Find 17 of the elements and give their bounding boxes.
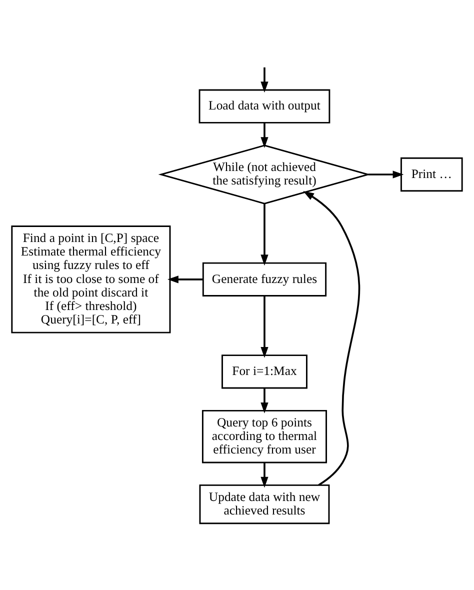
node-box: Update data with new achieved results bbox=[199, 484, 330, 524]
arrow bbox=[260, 296, 268, 358]
node-box: Print … bbox=[400, 157, 463, 192]
arrow bbox=[260, 122, 268, 148]
arrow bbox=[260, 204, 268, 266]
node-diamond: While (not achieved the satisfying result) bbox=[158, 144, 371, 204]
node-box: Query top 6 points according to thermal efficiency from user bbox=[202, 410, 327, 464]
arrow bbox=[260, 462, 268, 488]
node-box: Load data with output bbox=[198, 89, 330, 124]
arrow bbox=[260, 67, 268, 93]
node-box: For i=1:Max bbox=[222, 354, 308, 389]
node-box: Find a point in [C,P] space Estimate thermal efficiency using fuzzy rules to eff If it is too close to some of the old point discard it If (eff> threshold) Query[i]=[C, P, eff] bbox=[11, 226, 171, 334]
arrow bbox=[303, 190, 360, 486]
node-box: Generate fuzzy rules bbox=[202, 262, 327, 296]
arrow bbox=[260, 388, 268, 414]
arrow bbox=[168, 276, 204, 284]
arrow bbox=[368, 170, 404, 178]
